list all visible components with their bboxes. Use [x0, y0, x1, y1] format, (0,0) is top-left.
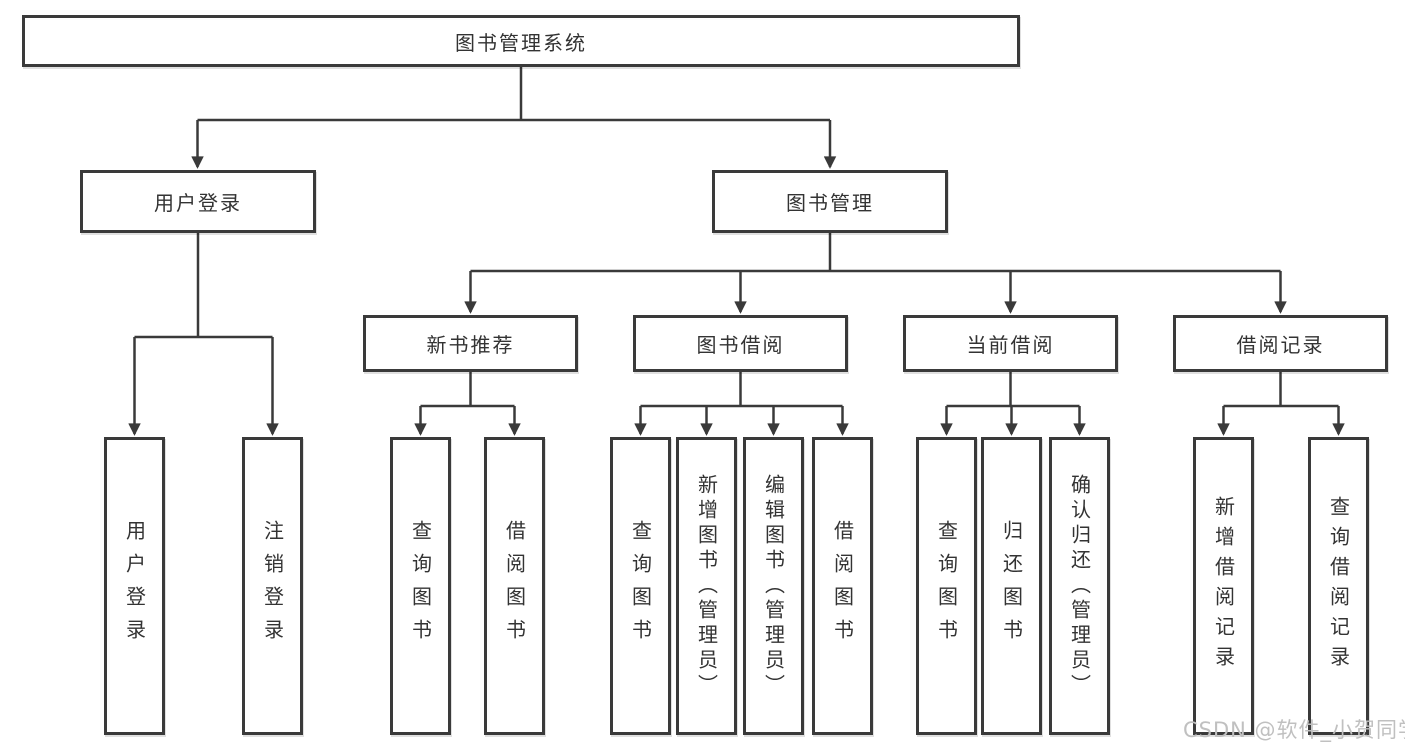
node-label: 图书管理	[786, 191, 874, 215]
node-label: 借阅记录	[1236, 333, 1325, 357]
leaf-logout: 注销登录	[242, 437, 303, 735]
leaf-user-login: 用户登录	[104, 437, 165, 735]
leaf-query-borrow-record: 查询借阅记录	[1308, 437, 1369, 735]
node-label: 归还图书	[999, 520, 1024, 652]
leaf-borrow-books-borrow: 借阅图书	[812, 437, 873, 735]
node-borrowing-records: 借阅记录	[1173, 315, 1388, 372]
node-label: 编辑图书（管理员）	[761, 473, 786, 699]
node-new-book-recommendation: 新书推荐	[363, 315, 578, 372]
node-current-borrowing: 当前借阅	[903, 315, 1118, 372]
leaf-borrow-books-recommend: 借阅图书	[484, 437, 545, 735]
node-label: 查询图书	[628, 520, 653, 652]
leaf-edit-books-admin: 编辑图书（管理员）	[743, 437, 804, 735]
node-label: 查询图书	[934, 520, 959, 652]
node-book-borrowing: 图书借阅	[633, 315, 848, 372]
node-label: 新增借阅记录	[1211, 496, 1236, 676]
node-user-login: 用户登录	[80, 170, 316, 233]
leaf-add-books-admin: 新增图书（管理员）	[676, 437, 737, 735]
node-library-management-system: 图书管理系统	[22, 15, 1020, 67]
node-label: 新书推荐	[426, 333, 515, 357]
leaf-query-books-borrow: 查询图书	[610, 437, 671, 735]
node-book-management: 图书管理	[712, 170, 948, 233]
leaf-query-books-current: 查询图书	[916, 437, 977, 735]
node-label: 当前借阅	[966, 333, 1055, 357]
node-label: 新增图书（管理员）	[694, 473, 719, 699]
csdn-watermark: CSDN @软件_小贺同学	[1183, 718, 1405, 742]
node-label: 查询借阅记录	[1326, 496, 1351, 676]
node-label: 图书借阅	[696, 333, 785, 357]
leaf-query-books-recommend: 查询图书	[390, 437, 451, 735]
node-label: 注销登录	[260, 520, 285, 652]
leaf-add-borrow-record: 新增借阅记录	[1193, 437, 1254, 735]
node-label: 查询图书	[408, 520, 433, 652]
leaf-return-books: 归还图书	[981, 437, 1042, 735]
node-label: 借阅图书	[830, 520, 855, 652]
node-label: 借阅图书	[502, 520, 527, 652]
leaf-confirm-return-admin: 确认归还（管理员）	[1049, 437, 1110, 735]
node-label: 用户登录	[122, 520, 147, 652]
node-label: 确认归还（管理员）	[1067, 473, 1092, 699]
node-label: 图书管理系统	[455, 30, 587, 55]
node-label: 用户登录	[154, 191, 242, 215]
